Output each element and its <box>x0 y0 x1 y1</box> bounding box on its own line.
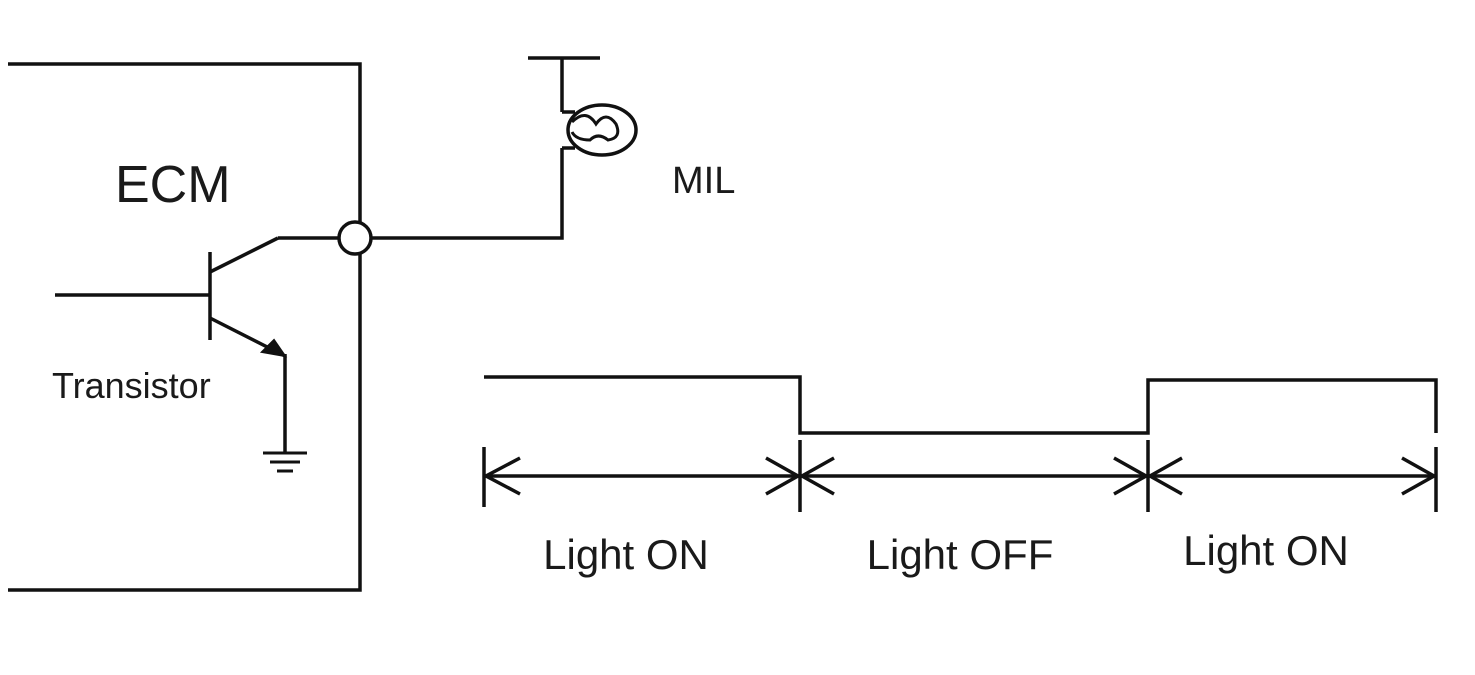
ecm-label: ECM <box>115 156 231 214</box>
timing-label-light-on-1: Light ON <box>543 531 709 578</box>
mil-wire <box>371 56 600 240</box>
ground-icon <box>263 451 307 473</box>
arrow-right-icon <box>1401 456 1438 496</box>
ecm-box <box>8 62 362 592</box>
connector-terminal-icon <box>337 220 373 256</box>
timing-dimension-lines <box>482 440 1438 512</box>
arrow-right-icon <box>765 456 802 496</box>
arrow-left-icon <box>798 456 835 496</box>
timing-label-light-on-2: Light ON <box>1183 527 1349 574</box>
transistor-symbol <box>55 236 340 453</box>
transistor-label: Transistor <box>52 365 211 406</box>
timing-label-light-off: Light OFF <box>867 531 1054 578</box>
arrow-left-icon <box>482 456 521 496</box>
timing-waveform <box>484 375 1438 435</box>
arrow-left-icon <box>1146 456 1183 496</box>
arrow-right-icon <box>1113 456 1150 496</box>
lamp-icon <box>562 103 638 157</box>
dimension-arrowheads <box>482 456 1438 496</box>
mil-label: MIL <box>672 160 735 202</box>
emitter-arrow-icon <box>259 338 288 358</box>
